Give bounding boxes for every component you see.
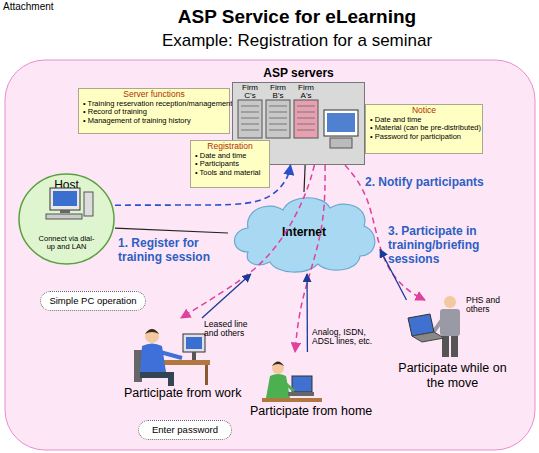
node-heading: Host — [18, 178, 115, 192]
firm-label: Firm B's — [266, 84, 290, 100]
node-heading: Enter password — [139, 421, 231, 439]
table — [262, 398, 322, 402]
person-head — [272, 362, 284, 374]
worker-illustration — [134, 329, 210, 386]
person-leg — [451, 335, 458, 357]
person-hair — [272, 362, 284, 367]
connector-line — [115, 228, 228, 233]
laptop-base — [412, 332, 444, 342]
node-heading: ASP servers — [233, 66, 364, 80]
monitor — [183, 334, 205, 352]
ellipse-shape — [19, 174, 114, 264]
monitor-stand — [192, 352, 196, 360]
connector-label: 1. Register for training session — [118, 236, 238, 264]
node-heading: Participate from home — [250, 404, 372, 418]
connector-label: 2. Notify participants — [365, 175, 484, 189]
note-box: Notice• Date and time• Material (can be … — [365, 104, 483, 154]
node-text: • Date and time — [370, 116, 478, 125]
diagram-title: ASP Service for eLearning — [40, 6, 539, 28]
person-arm — [160, 352, 182, 358]
step-label: 3. Participate in training/briefing sess… — [388, 224, 506, 266]
diagram-subtitle: Example: Registration for a seminar — [40, 31, 539, 51]
participant-group: Participate while on the move — [395, 300, 510, 395]
node-heading: Internet — [228, 225, 380, 239]
node-text: • Material (can be pre-distributed) — [370, 124, 478, 133]
node-heading: Registration — [195, 142, 265, 152]
node-heading: Simple PC operation — [41, 292, 145, 310]
laptop-screen — [292, 376, 312, 392]
home-illustration — [262, 362, 322, 403]
person-legs — [140, 372, 174, 386]
node-text: • Participants — [195, 160, 265, 169]
connector-line — [202, 274, 251, 318]
person-body — [140, 344, 166, 373]
node-text: • Record of training — [83, 108, 225, 117]
node-heading: Participate from work — [124, 386, 241, 400]
person-hair — [145, 329, 159, 334]
node-text: • Management of training history — [83, 117, 225, 126]
connector-line — [306, 274, 308, 352]
attachment-note: Attachment — [3, 1, 54, 12]
callout-bubble: Simple PC operation — [40, 291, 146, 311]
person-body — [440, 309, 460, 336]
note-box: Registration• Date and time• Participant… — [190, 140, 270, 188]
node-text: • Tools and material — [195, 169, 265, 178]
node-text: • Training reservation reception/managem… — [83, 100, 225, 109]
node-text: Connect via dial-up and LAN — [35, 235, 98, 252]
connector-label: Leased line and others — [204, 320, 256, 339]
node-heading: Participate while on the move — [395, 361, 510, 391]
participant-group: Participate from home — [248, 352, 380, 422]
host-circle: HostConnect via dial-up and LAN — [18, 173, 115, 265]
laptop-base — [288, 392, 314, 396]
person-arm — [285, 383, 294, 391]
person-head — [145, 329, 159, 343]
node-heading: Notice — [370, 106, 478, 116]
mobile-illustration — [408, 296, 460, 357]
monitor-screen — [186, 337, 202, 349]
internet-cloud: Internet — [228, 192, 380, 274]
firm-label: Firm C's — [238, 84, 262, 100]
desk-leg — [205, 365, 208, 385]
firm-label: Firm A's — [294, 84, 318, 100]
note-box: Server functions• Training reservation r… — [78, 88, 230, 134]
node-text: • Date and time — [195, 152, 265, 161]
background-band — [5, 60, 535, 450]
person-head — [444, 296, 456, 308]
node-text: • Password for participation — [370, 133, 478, 142]
callout-bubble: Enter password — [138, 420, 232, 440]
node-heading: Server functions — [83, 90, 225, 100]
connector-line — [304, 165, 305, 192]
connector-label: PHS and others — [466, 296, 511, 315]
connector-label: Analog, ISDN, ADSL lines, etc. — [312, 328, 387, 347]
